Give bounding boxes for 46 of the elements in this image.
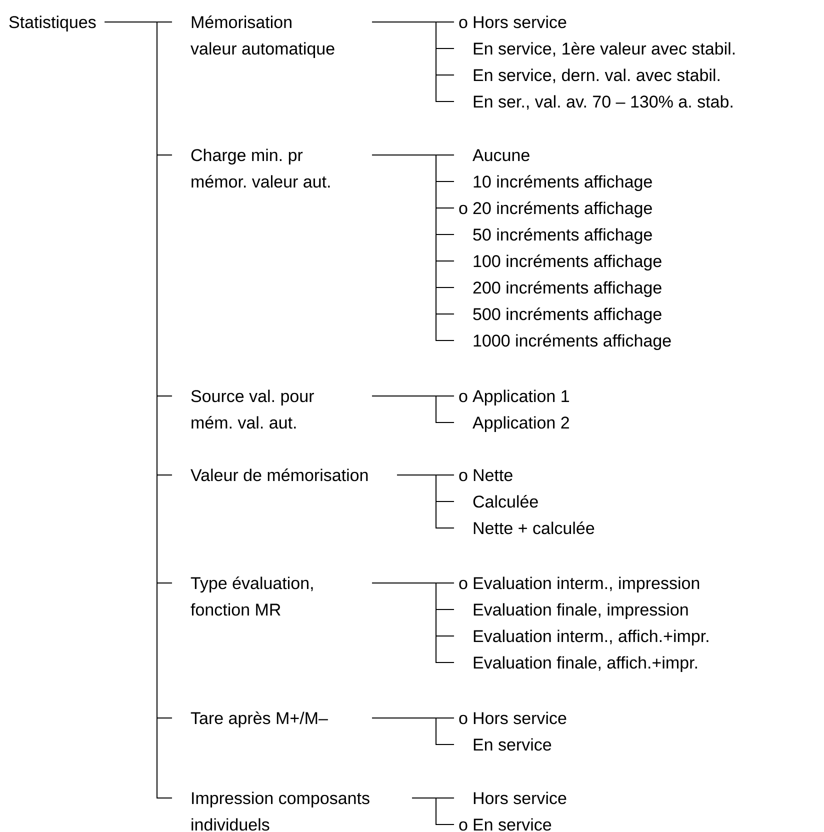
menu-item: Impression composants individuels [192, 792, 370, 831]
option-text: o En service [459, 818, 552, 831]
menu-item: Source val. pour mém. val. aut. [191, 390, 314, 429]
menu-title: Statistiques [9, 16, 96, 32]
option-text: 500 incréments affichage [473, 308, 662, 324]
menu-item: Charge min. pr mémor. valeur aut. [191, 148, 330, 188]
tree-connector [396, 474, 454, 528]
option-text: 100 incréments affichage [474, 254, 662, 271]
default-marker: o [459, 18, 468, 28]
option-text: Hors service [474, 792, 566, 804]
default-marker: o [459, 821, 468, 831]
option-text: o Evaluation interm., impression [459, 576, 700, 593]
default-marker: o [459, 714, 468, 724]
option-text: o Application 1 [459, 390, 569, 406]
option-text: En service, 1ère valeur avec stabil. [474, 42, 735, 57]
menu-item: Type évaluation, fonction MR [190, 576, 313, 616]
option-text: o Hors service [459, 712, 566, 724]
option-text: Nette + calculée [474, 522, 594, 534]
option-text: Evaluation finale, impression [474, 603, 688, 620]
menu-item: Valeur de mémorisation [190, 468, 368, 482]
tree-connector [412, 798, 454, 825]
tree-connector [372, 718, 454, 745]
option-text: Aucune [472, 149, 530, 162]
default-marker: o [459, 204, 468, 214]
menu-item: Mémorisation valeur automatique [190, 15, 334, 58]
default-marker: o [459, 392, 468, 402]
option-text: 10 incréments affichage [474, 174, 652, 192]
option-text: o Nette [459, 469, 512, 482]
option-text: Evaluation finale, affich.+impr. [474, 656, 697, 672]
default-marker: o [459, 472, 468, 482]
option-text: 50 incréments affichage [473, 228, 652, 244]
option-text: o 20 incréments affichage [459, 201, 652, 218]
option-text: Evaluation interm., affich.+impr. [474, 630, 708, 646]
option-text: En ser., val. av. 70 – 130% a. stab. [474, 95, 732, 110]
option-text: 200 incréments affichage [473, 280, 662, 298]
tree-connector [372, 396, 454, 423]
option-text: Calculée [473, 495, 538, 508]
tree-connector [372, 582, 454, 663]
option-text: Application 2 [472, 416, 569, 432]
option-text: 1000 incréments affichage [474, 334, 671, 350]
default-marker: o [459, 580, 468, 590]
option-text: o Hors service [459, 16, 566, 28]
option-text: En service, dern. val. avec stabil. [474, 68, 720, 84]
menu-item: Tare après M+/M– [190, 712, 328, 728]
tree-connector [372, 22, 454, 102]
option-text: En service [474, 738, 552, 751]
